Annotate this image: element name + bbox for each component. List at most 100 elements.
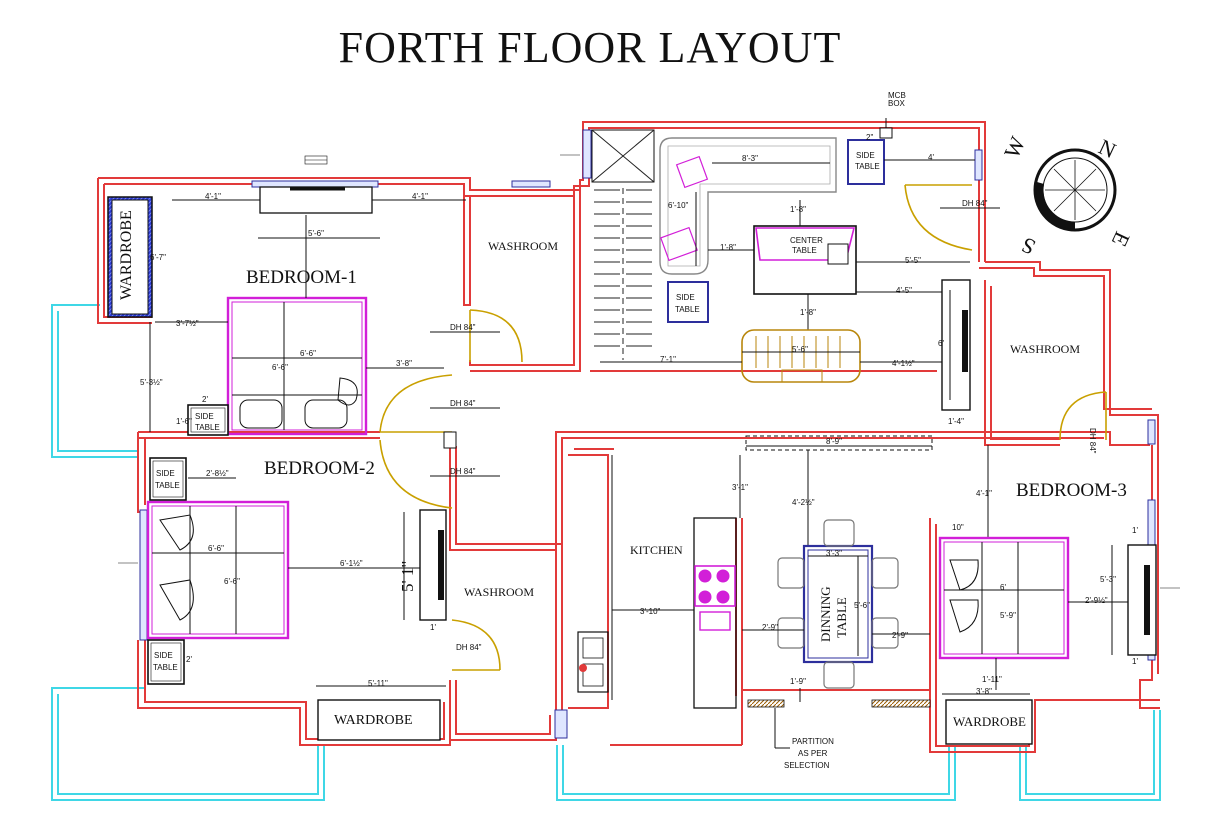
door-label-2: DH 84" (962, 199, 988, 208)
dim-liv-k: 6' (938, 339, 944, 348)
dim-liv-m: 4' (928, 153, 934, 162)
partition-label-c: SELECTION (784, 761, 830, 770)
dim-b1-i: 5'-3½" (140, 378, 163, 387)
dim-b2-g: 5'-11" (368, 679, 388, 688)
dim-b1-e: 3'-7½" (176, 319, 199, 328)
room-label-washroom-3: WASHROOM (1010, 342, 1080, 356)
dim-din-e: 5'-6" (854, 601, 870, 610)
dim-b2-d: 6'-1½" (340, 559, 363, 568)
dim-b2-e: 5' 1" (398, 561, 417, 592)
side-table-4-label: SIDE (156, 469, 175, 478)
dim-din-h: 1'-9" (790, 677, 806, 686)
dim-liv-g: 1'-8" (800, 308, 816, 317)
wardrobe-label-2: WARDROBE (334, 713, 413, 728)
dim-din-b: 3'-1" (732, 483, 748, 492)
side-table-3-label-b: TABLE (675, 305, 700, 314)
dim-din-c: 4'-2½" (792, 498, 815, 507)
dim-liv-d: 1'-8" (720, 243, 736, 252)
washroom-2: WASHROOM DH 84" (451, 585, 534, 671)
bedroom-2: BEDROOM-2 DH 84" DH 84" 6'-6" 6'-6" SIDE… (146, 374, 500, 741)
compass-w: W (999, 133, 1031, 163)
dim-b1-b: 4'-1" (412, 192, 428, 201)
washroom-3: WASHROOM DH 84" (1010, 342, 1107, 454)
dim-b2-f: 1' (430, 623, 436, 632)
mcb-label-b: BOX (888, 99, 906, 108)
dining-table-label-b: TABLE (834, 597, 849, 638)
dim-b3-e: 2'-9½" (1085, 596, 1108, 605)
wardrobe-label-3: WARDROBE (953, 714, 1026, 729)
dim-liv-a: 8'-3" (742, 154, 758, 163)
dim-b3-g: 1' (1132, 526, 1138, 535)
dim-liv-c: 1'-8" (790, 205, 806, 214)
side-table-1-label-b: TABLE (195, 423, 220, 432)
wardrobe-label-1: WARDROBE (118, 210, 135, 300)
dim-b2-b: 6'-6" (208, 544, 224, 553)
dim-b3-f: 5'-3" (1100, 575, 1116, 584)
partition-label: PARTITION (792, 737, 834, 746)
dim-b1-d: 6'-7" (150, 253, 166, 262)
page-title: FORTH FLOOR LAYOUT (338, 23, 842, 72)
dim-liv-l: 1'-4" (948, 417, 964, 426)
dim-liv-i: 7'-1" (660, 355, 676, 364)
dim-b1-g: 6'-6" (272, 363, 288, 372)
side-table-5-label: SIDE (154, 651, 173, 660)
door-label-washroom3: DH 84" (1088, 428, 1097, 454)
side-table-5-label-b: TABLE (153, 663, 178, 672)
room-label-washroom-2: WASHROOM (464, 585, 534, 599)
balconies (51, 304, 1161, 801)
compass-e: E (1107, 228, 1135, 251)
bedroom-3: BEDROOM-3 4'-1" 10" 6' 5'-9" 2'-9½" 5'-3… (938, 445, 1157, 745)
partition-label-b: AS PER (798, 749, 828, 758)
walls (97, 121, 1160, 753)
compass: N E S W (999, 133, 1135, 261)
room-label-kitchen: KITCHEN (630, 543, 683, 557)
dim-liv-f: 4'-5" (896, 286, 912, 295)
dim-b1-f: 6'-6" (300, 349, 316, 358)
kitchen-dining: KITCHEN 8'-9" 3'-10" 3'-1" 4'-2½" 3'-3" … (577, 435, 933, 770)
dim-b3-b: 10" (952, 523, 964, 532)
dim-din-g: 2'-9" (892, 631, 908, 640)
dim-din-d: 3'-3" (826, 549, 842, 558)
dim-b3-j: 3'-8" (976, 687, 992, 696)
door-label-1: DH 84" (450, 323, 476, 332)
compass-s: S (1017, 232, 1039, 260)
level-markers (118, 154, 1180, 589)
dim-b1-c: 5'-6" (308, 229, 324, 238)
dim-b3-h: 1' (1132, 657, 1138, 666)
dim-b3-a: 4'-1" (976, 489, 992, 498)
washroom-1: WASHROOM DH 84" (430, 239, 558, 363)
dim-din-a: 8'-9" (826, 437, 842, 446)
dim-b1-j: 1'-6" (176, 417, 192, 426)
mcb-label: MCB (888, 91, 906, 100)
staircase (591, 129, 655, 360)
wardrobe-bedroom-1: WARDROBE (107, 196, 153, 318)
dim-liv-h: 5'-6" (792, 345, 808, 354)
center-table-label: CENTER (790, 236, 823, 245)
side-table-2-label-b: TABLE (855, 162, 880, 171)
side-table-2-label: SIDE (856, 151, 875, 160)
dining-table-label: DINNING (818, 586, 833, 642)
side-table-4-label-b: TABLE (155, 481, 180, 490)
room-label-washroom-1: WASHROOM (488, 239, 558, 253)
bedroom-1: BEDROOM-1 SIDE TABLE 4'-1" 4'-1" 5'-6" 6… (140, 155, 466, 436)
dim-b1-h: 3'-8" (396, 359, 412, 368)
dim-liv-e: 5'-5" (905, 256, 921, 265)
room-label-bedroom-1: BEDROOM-1 (246, 267, 357, 288)
dim-b1-k: 2' (202, 395, 208, 404)
dim-b2-h: 2' (186, 655, 192, 664)
door-label-3: DH 84" (450, 399, 476, 408)
door-label-4: DH 84" (450, 467, 476, 476)
dim-din-f: 2'-9" (762, 623, 778, 632)
dim-b2-c: 6'-6" (224, 577, 240, 586)
dim-liv-n: 2" (866, 133, 873, 142)
room-label-bedroom-3: BEDROOM-3 (1016, 480, 1127, 501)
dim-b3-c: 6' (1000, 583, 1006, 592)
dim-b1-a: 4'-1" (205, 192, 221, 201)
dim-b2-a: 2'-8½" (206, 469, 229, 478)
dim-liv-b: 6'-10" (668, 201, 689, 210)
dim-b3-i: 1'-11" (982, 675, 1002, 684)
side-table-3-label: SIDE (676, 293, 695, 302)
dim-liv-j: 4'-1½" (892, 359, 915, 368)
living-area: 8'-3" 6'-10" SIDE TABLE SIDE TABLE CENTE… (600, 91, 1000, 426)
